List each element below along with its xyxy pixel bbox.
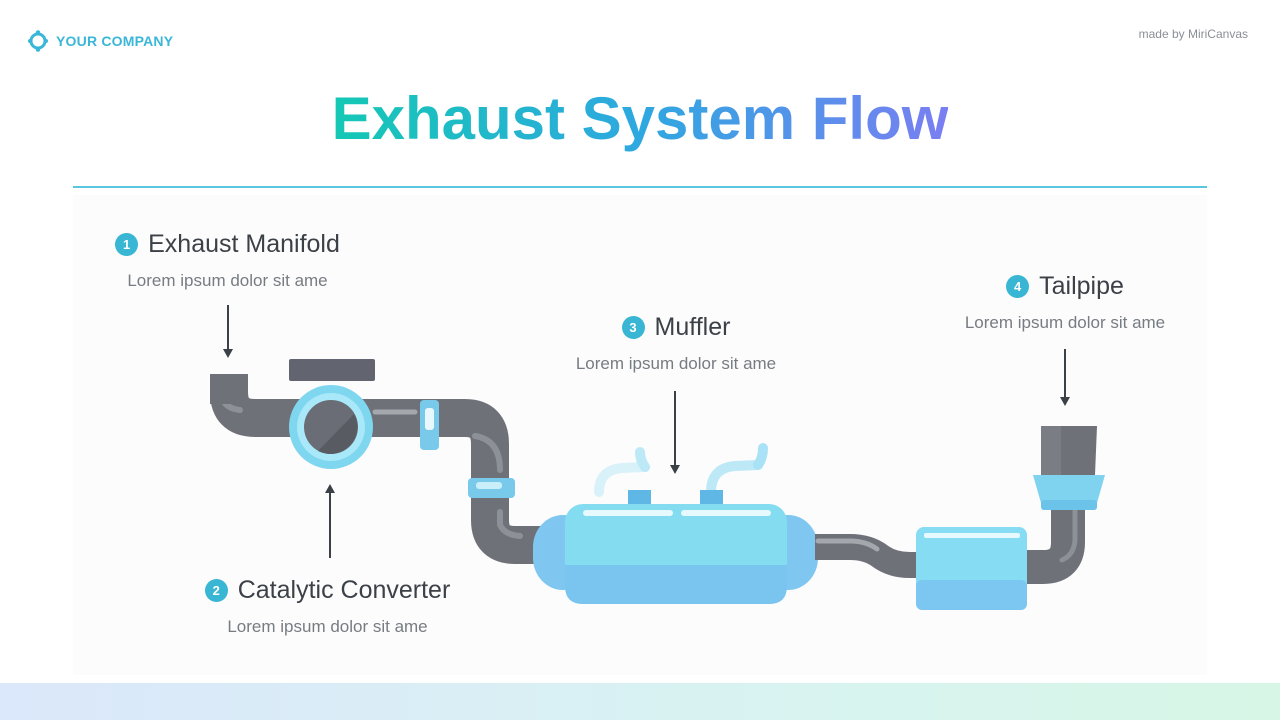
pointer-arrows [223,305,1070,558]
page-title: Exhaust System Flow [331,85,949,152]
step-description: Lorem ipsum dolor sit ame [127,271,328,290]
company-logo[interactable]: YOUR COMPANY [28,30,173,52]
company-name: YOUR COMPANY [56,33,174,49]
footer-band [0,683,1280,720]
step-title: Exhaust Manifold [148,230,340,258]
step-exhaust-manifold: 1 Exhaust Manifold Lorem ipsum dolor sit… [100,230,355,291]
company-logo-icon [28,30,48,52]
step-description: Lorem ipsum dolor sit ame [227,617,428,636]
credit-text: made by MiriCanvas [1138,27,1248,41]
step-muffler: 3 Muffler Lorem ipsum dolor sit ame [556,313,796,374]
step-tailpipe: 4 Tailpipe Lorem ipsum dolor sit ame [945,272,1185,333]
step-title: Tailpipe [1039,272,1124,300]
title-divider [73,186,1207,188]
manifold-bracket [289,359,375,381]
step-catalytic-converter: 2 Catalytic Converter Lorem ipsum dolor … [185,576,470,637]
step-title: Catalytic Converter [237,576,451,604]
step-title: Muffler [654,313,731,341]
step-number-badge: 4 [1006,275,1030,298]
tailpipe [1026,426,1105,584]
step-number-badge: 2 [204,579,228,602]
step-description: Lorem ipsum dolor sit ame [575,354,777,373]
step-number-badge: 1 [115,233,139,256]
muffler [533,443,818,604]
step-number-badge: 3 [621,316,645,339]
catalytic-converter [289,385,373,469]
step-description: Lorem ipsum dolor sit ame [964,313,1166,332]
resonator [916,527,1027,610]
connector-pipe [815,534,923,578]
exhaust-pipe [210,359,545,564]
